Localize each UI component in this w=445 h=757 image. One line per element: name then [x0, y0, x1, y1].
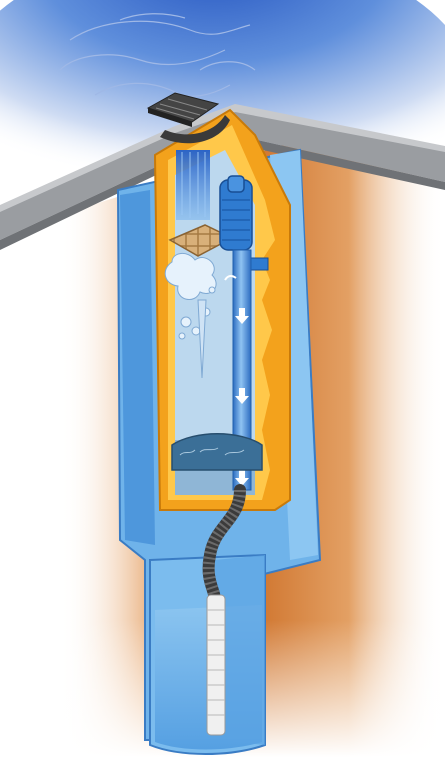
intake-strainer — [207, 595, 225, 735]
debris-tray — [172, 434, 262, 470]
